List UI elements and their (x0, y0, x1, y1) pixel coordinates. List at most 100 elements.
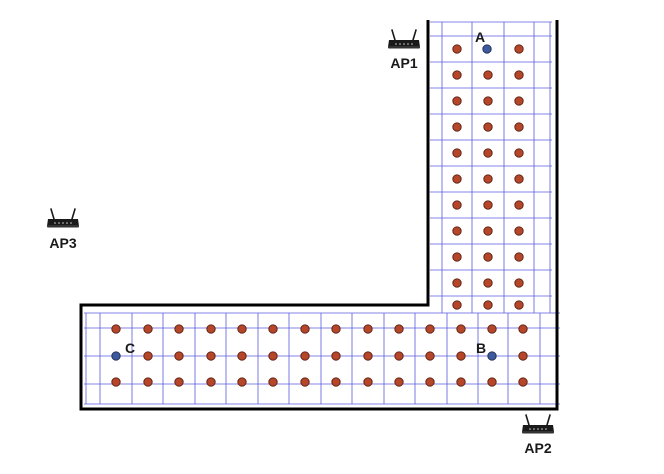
reference-point (174, 377, 184, 387)
reference-point (143, 351, 153, 361)
reference-point (174, 351, 184, 361)
test-point-b-label: B (476, 340, 486, 356)
reference-point (452, 174, 462, 184)
router-antenna (391, 29, 396, 41)
reference-point (206, 377, 216, 387)
reference-point (174, 324, 184, 334)
reference-point (452, 300, 462, 310)
router-led (411, 43, 413, 45)
router-led (62, 222, 64, 224)
router-led (66, 222, 68, 224)
reference-point (514, 44, 524, 54)
reference-point (487, 324, 497, 334)
reference-point (452, 226, 462, 236)
access-point-ap2-label: AP2 (524, 440, 551, 456)
reference-point (425, 351, 435, 361)
test-point-c-label: C (125, 340, 135, 356)
reference-point (483, 70, 493, 80)
reference-point (452, 252, 462, 262)
router-base (522, 431, 554, 434)
reference-point (514, 122, 524, 132)
reference-point (514, 300, 524, 310)
corridor-wall (79, 20, 559, 411)
reference-point (363, 377, 373, 387)
reference-point (518, 351, 528, 361)
router-antenna (50, 208, 55, 220)
grid-layer (84, 21, 560, 405)
reference-point (452, 200, 462, 210)
router-led (58, 222, 60, 224)
reference-point (300, 377, 310, 387)
reference-point (237, 377, 247, 387)
access-point-ap1-label: AP1 (390, 55, 417, 71)
router-led (395, 43, 397, 45)
router-led (54, 222, 56, 224)
router-antenna (412, 29, 417, 41)
router-antenna (525, 414, 530, 426)
reference-point (300, 351, 310, 361)
reference-point (206, 351, 216, 361)
reference-point (456, 351, 466, 361)
wireless-router-icon (522, 414, 554, 434)
reference-point (452, 122, 462, 132)
reference-point (237, 324, 247, 334)
reference-point (483, 174, 493, 184)
router-led (403, 43, 405, 45)
wireless-router-icon (388, 29, 420, 49)
router-antenna (71, 208, 76, 220)
test-point-a (482, 44, 492, 54)
reference-point (487, 377, 497, 387)
reference-point (452, 96, 462, 106)
reference-point (300, 324, 310, 334)
reference-point (331, 377, 341, 387)
reference-point (143, 324, 153, 334)
reference-point (483, 252, 493, 262)
router-led (533, 428, 535, 430)
access-point-ap3: AP3 (47, 208, 79, 251)
reference-point (394, 377, 404, 387)
reference-point (518, 377, 528, 387)
reference-point (483, 226, 493, 236)
reference-point (143, 377, 153, 387)
access-point-ap2: AP2 (522, 414, 554, 456)
router-antenna (546, 414, 551, 426)
reference-point (483, 300, 493, 310)
access-point-ap3-label: AP3 (49, 235, 76, 251)
reference-points (111, 44, 528, 387)
reference-point (514, 148, 524, 158)
router-led (70, 222, 72, 224)
test-point-a-label: A (475, 29, 485, 45)
router-base (47, 225, 79, 228)
reference-point (206, 324, 216, 334)
reference-point (483, 278, 493, 288)
router-led (545, 428, 547, 430)
reference-point (518, 324, 528, 334)
reference-point (331, 324, 341, 334)
router-led (537, 428, 539, 430)
wireless-router-icon (47, 208, 79, 228)
router-led (529, 428, 531, 430)
reference-point (268, 324, 278, 334)
test-point-c (111, 351, 121, 361)
reference-point (452, 148, 462, 158)
reference-point (425, 377, 435, 387)
reference-point (111, 324, 121, 334)
reference-point (483, 148, 493, 158)
reference-point (456, 324, 466, 334)
reference-point (452, 44, 462, 54)
reference-point (452, 70, 462, 80)
test-point-b (487, 351, 497, 361)
reference-point (483, 200, 493, 210)
reference-point (514, 252, 524, 262)
reference-point (452, 278, 462, 288)
reference-point (514, 200, 524, 210)
router-led (541, 428, 543, 430)
reference-point (514, 278, 524, 288)
router-led (407, 43, 409, 45)
router-led (399, 43, 401, 45)
reference-point (456, 377, 466, 387)
test-points: A B C (111, 29, 497, 361)
access-point-ap1: AP1 (388, 29, 420, 71)
